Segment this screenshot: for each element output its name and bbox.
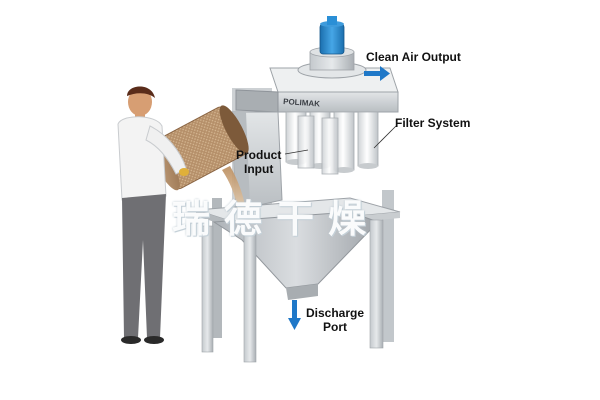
- watermark: 瑞德干燥: [172, 197, 381, 241]
- discharge-port-label: Discharge Port: [306, 306, 364, 334]
- filter-cartridge: [357, 111, 379, 167]
- discharge-port-label-line2: Port: [323, 320, 348, 334]
- filter-cartridges: [285, 111, 379, 175]
- product-input-label: Product Input: [236, 148, 281, 176]
- product-input-leader: [284, 149, 309, 155]
- product-input-label-line2: Input: [244, 162, 274, 176]
- worker-figure: [117, 86, 189, 344]
- filter-cartridge-end: [334, 167, 354, 173]
- filter-system-leader: [373, 125, 397, 149]
- filter-cartridge: [321, 117, 339, 175]
- rear-legs: [212, 190, 394, 342]
- arrow-down-icon: [288, 300, 301, 330]
- product-input-label-line1: Product: [236, 148, 282, 162]
- discharge-port-label-line1: Discharge: [306, 306, 365, 320]
- filter-system-label: Filter System: [395, 116, 471, 130]
- product-stream: [222, 166, 246, 212]
- discharge-spout: [286, 284, 318, 300]
- motor-fan-icon: [297, 16, 367, 79]
- brand-plate: POLIMAK: [283, 97, 321, 109]
- clean-air-output-label: Clean Air Output: [366, 50, 461, 64]
- filter-cartridge-end: [358, 163, 378, 169]
- filter-cartridge: [297, 115, 315, 169]
- arrow-right-icon: [364, 66, 390, 81]
- front-legs: [201, 219, 384, 363]
